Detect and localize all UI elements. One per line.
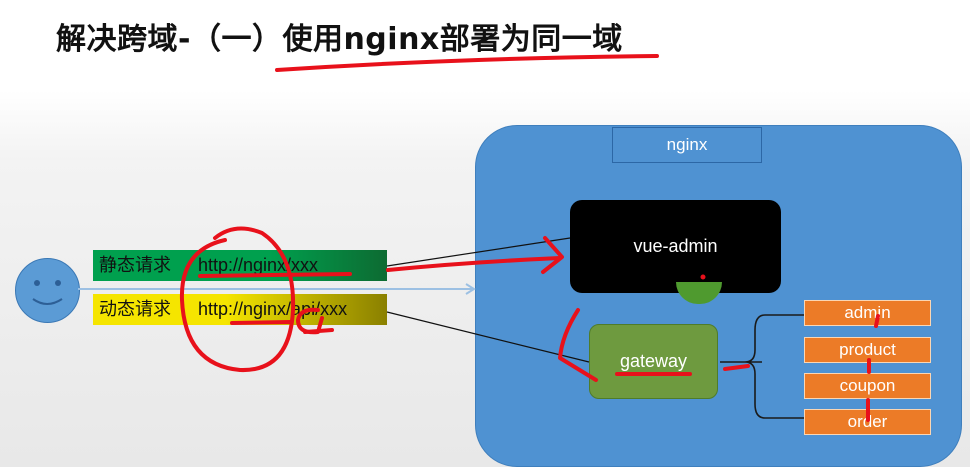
static-request-label: 静态请求 [99, 255, 171, 275]
static-connector [386, 237, 571, 267]
vue-admin-label: vue-admin [633, 236, 718, 256]
red-annotations [179, 54, 880, 422]
dynamic-request-label: 动态请求 [99, 299, 171, 319]
nginx-label: nginx [612, 127, 762, 163]
connector-dot [676, 282, 722, 304]
dynamic-connector [386, 311, 590, 363]
service-bracket [720, 314, 804, 419]
vue-admin-node: vue-admin [570, 200, 781, 293]
gateway-node: gateway [589, 324, 718, 399]
user-face-icon [15, 258, 80, 323]
dynamic-request-url: http://nginx/api/xxx [198, 299, 348, 319]
service-coupon: coupon [804, 373, 931, 399]
gateway-label: gateway [619, 351, 688, 371]
dynamic-request: 动态请求 http://nginx/api/xxx [93, 294, 387, 325]
service-admin: admin [804, 300, 931, 326]
page-title: 解决跨域-（一）使用nginx部署为同一域 [56, 22, 623, 57]
